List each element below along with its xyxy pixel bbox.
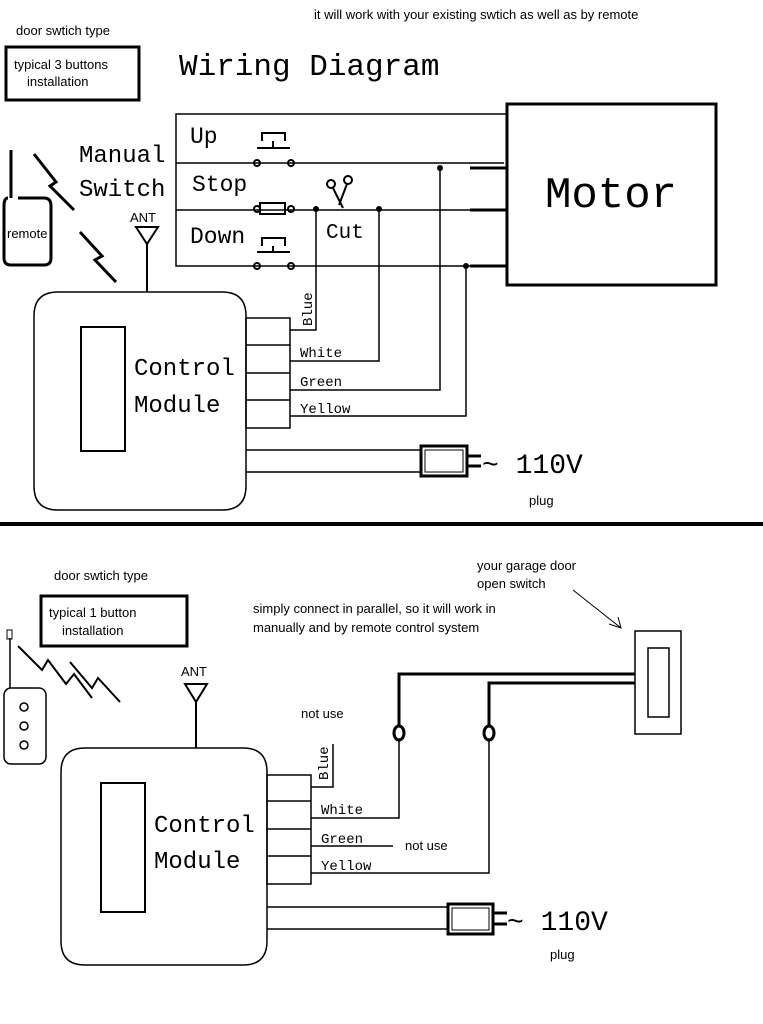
down-label: Down [190,224,245,250]
top-type-box-line2: installation [27,74,88,89]
motor-label: Motor [545,171,677,221]
top-signal-bolt-1 [32,153,76,212]
parallel-wire-2 [487,681,635,726]
garage-switch-arrow [572,589,622,629]
bottom-white-label: White [321,803,363,819]
cut-label: Cut [326,222,364,245]
header-note: it will work with your existing swtich a… [314,7,638,22]
bottom-module-label-line2: Module [154,849,240,876]
not-use-top-label: not use [301,706,344,721]
top-white-wire [290,209,380,362]
parallel-note-line1: simply connect in parallel, so it will w… [253,601,496,616]
bottom-type-box-line2: installation [62,623,123,638]
bottom-green-label: Green [321,832,363,848]
top-blue-wire [290,209,317,331]
stop-button-icon [253,202,295,215]
top-type-box [4,45,141,102]
top-green-label: Green [300,375,342,391]
bottom-type-box-line1: typical 1 button [49,605,136,620]
top-blue-label: Blue [301,292,317,326]
up-label: Up [190,124,218,150]
bottom-voltage-label: ~ 110V [507,908,608,939]
top-yellow-wire [290,266,467,417]
wire-connector-white [392,724,406,742]
manual-switch-line1: Manual [79,143,165,170]
not-use-green-label: not use [405,838,448,853]
garage-switch-line1: your garage door [477,558,577,573]
garage-door-switch-button [647,647,670,718]
bottom-remote-shape [3,687,47,765]
top-green-wire [290,168,441,391]
top-remote-label: remote [7,226,47,241]
bottom-control-module [60,747,268,966]
bottom-plug-label: plug [550,947,575,962]
bottom-terminal-block [266,774,312,885]
top-control-module [33,291,247,511]
top-antenna-icon [134,226,160,246]
top-plug-label: plug [529,493,554,508]
bottom-antenna-icon [183,683,209,704]
bottom-white-wire [311,740,400,819]
wire-connector-yellow [482,724,496,742]
top-yellow-label: Yellow [300,402,351,418]
top-type-box-line1: typical 3 buttons [14,57,108,72]
up-button-icon [253,132,295,167]
top-remote-shape [2,150,53,267]
down-button-icon [253,237,295,270]
bottom-blue-wire [311,744,334,788]
diagram-title: Wiring Diagram [179,50,439,85]
manual-switch-line2: Switch [79,177,165,204]
bottom-blue-label: Blue [317,746,333,780]
top-voltage-label: ~ 110V [482,451,583,482]
bottom-yellow-wire [311,740,490,874]
top-junction-dots [313,165,469,269]
bottom-module-label-line1: Control [154,813,255,840]
bottom-ant-label: ANT [181,664,207,679]
top-plug-icon [419,444,481,478]
bottom-module-slot [100,782,146,913]
parallel-wire-1 [397,672,635,726]
scissors-icon [326,175,353,209]
bottom-signal-bolt-2 [69,661,121,703]
top-module-slot [80,326,126,452]
garage-switch-line2: open switch [477,576,546,591]
top-white-label: White [300,346,342,362]
bottom-type-label: door swtich type [54,568,148,583]
top-ant-label: ANT [130,210,156,225]
bottom-signal-bolt-1 [17,645,93,699]
parallel-note-line2: manually and by remote control system [253,620,479,635]
bottom-plug-icon [446,902,507,936]
bottom-type-box [39,594,189,648]
bottom-yellow-label: Yellow [321,859,372,875]
top-module-label-line2: Module [134,393,220,420]
top-module-label-line1: Control [134,356,235,383]
top-signal-bolt-2 [78,230,118,284]
garage-door-switch [634,630,682,735]
top-terminal-block [245,317,291,429]
motor-box [505,102,718,287]
top-type-label: door swtich type [16,23,110,38]
stop-label: Stop [192,172,247,198]
remote-buttons-icon [19,702,29,750]
